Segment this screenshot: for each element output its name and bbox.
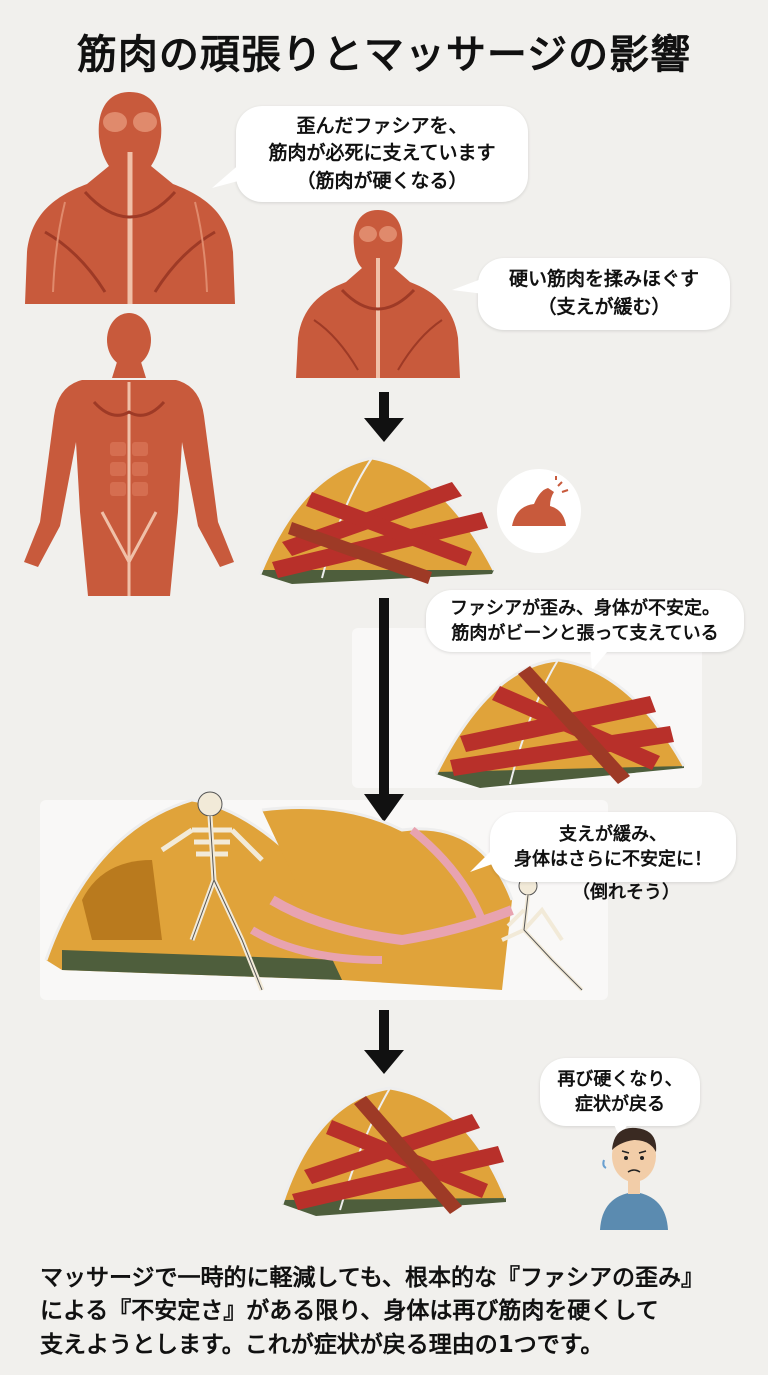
- bubble-1-tail: [212, 162, 242, 188]
- long-down-arrow-icon: [364, 598, 404, 822]
- bubble-symptoms-return: 再び硬くなり、 症状が戻る: [540, 1058, 700, 1126]
- down-arrow-icon: [364, 392, 404, 442]
- footer-line-2: による『不安定さ』がある限り、身体は再び筋肉を硬くして: [40, 1298, 659, 1325]
- back-muscles-illustration: [25, 92, 235, 304]
- bubble-5-line-2: 症状が戻る: [575, 1094, 665, 1115]
- bubble-4-tail: [470, 844, 498, 872]
- flexed-arm-muscle-icon: [497, 469, 581, 553]
- bubble-3-tail: [590, 646, 612, 670]
- down-arrow-icon-bottom: [364, 1010, 404, 1074]
- bubble-3-line-1: ファシアが歪み、身体が不安定。: [450, 597, 720, 619]
- bubble-1-line-2: 筋肉が必死に支えています: [268, 142, 496, 165]
- tent-muscle-bands-illustration: [258, 456, 496, 584]
- bubble-unstable-fascia: ファシアが歪み、身体が不安定。 筋肉がビーンと張って支えている: [426, 590, 744, 652]
- bubble-4-line-1: 支えが緩み、: [559, 823, 667, 845]
- bubble-2-tail: [452, 278, 484, 294]
- bubble-4-note: （倒れそう）: [572, 882, 680, 903]
- footer-line-3: 支えようとします。これが症状が戻る理由の1つです。: [40, 1331, 604, 1358]
- bubble-1-line-1: 歪んだファシアを、: [296, 114, 468, 137]
- collapsing-tent-skeleton-illustration: [44, 791, 584, 992]
- bubble-loosened-support: 支えが緩み、 身体はさらに不安定に！: [490, 812, 736, 882]
- bubble-2-line-1: 硬い筋肉を揉みほぐす: [508, 268, 699, 291]
- tent-tight-muscle-illustration: [434, 658, 686, 788]
- front-body-muscles-illustration: [24, 313, 234, 596]
- worried-person-icon: [600, 1127, 668, 1230]
- bubble-5-tail: [612, 1120, 630, 1138]
- bubble-4-line-2: 身体はさらに不安定に！: [514, 849, 712, 870]
- bubble-5-line-1: 再び硬くなり、: [557, 1068, 683, 1090]
- footer-line-1: マッサージで一時的に軽減しても、根本的な『ファシアの歪み』: [40, 1265, 705, 1291]
- bubble-massage: 硬い筋肉を揉みほぐす （支えが緩む）: [478, 258, 730, 330]
- bubble-3-line-2: 筋肉がビーンと張って支えている: [451, 623, 719, 644]
- bubble-1-line-3: （筋肉が硬くなる）: [296, 169, 468, 192]
- footer-explanation: マッサージで一時的に軽減しても、根本的な『ファシアの歪み』 による『不安定さ』が…: [40, 1262, 740, 1362]
- bubble-2-line-2: （支えが緩む）: [537, 296, 671, 318]
- page-title: 筋肉の頑張りとマッサージの影響: [76, 32, 692, 78]
- tent-rehardened-muscle-illustration: [280, 1086, 508, 1216]
- back-muscles-small-illustration: [296, 210, 460, 378]
- bubble-fascia-support: 歪んだファシアを、 筋肉が必死に支えています （筋肉が硬くなる）: [236, 106, 528, 202]
